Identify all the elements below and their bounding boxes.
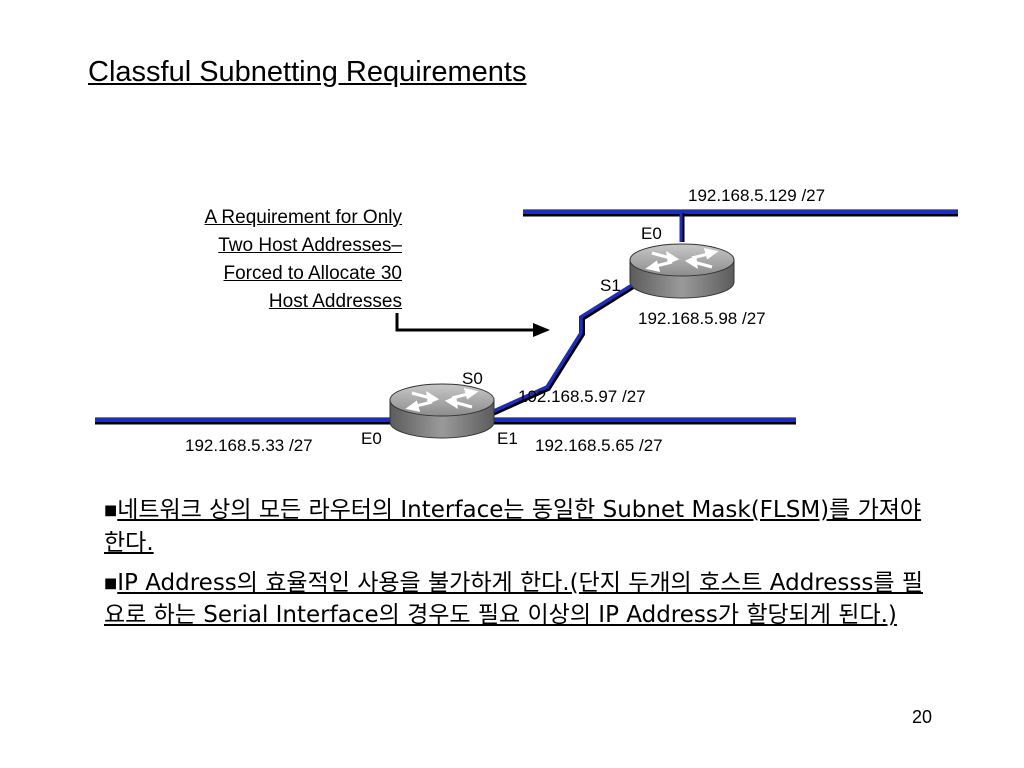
note-line: Two Host Addresses– (218, 235, 402, 256)
bullet-text: 네트워크 상의 모든 라우터의 Interface는 동일한 Subnet Ma… (104, 497, 922, 556)
page-number: 20 (912, 707, 933, 727)
router-icon (389, 383, 495, 439)
bullet-item: ■네트워크 상의 모든 라우터의 Interface는 동일한 Subnet M… (104, 494, 924, 559)
top-lan-link (523, 209, 958, 217)
serial-link (484, 280, 640, 419)
bullet-list: ■네트워크 상의 모든 라우터의 Interface는 동일한 Subnet M… (104, 494, 924, 639)
annotation-arrow (395, 313, 550, 337)
router2-serial-address: 192.168.5.97 /27 (518, 387, 646, 406)
bullet-marker: ■ (104, 502, 118, 519)
router2-e1-label: E1 (497, 429, 518, 448)
router-icon (629, 243, 735, 299)
bullet-marker: ■ (104, 575, 118, 591)
bullet-text: IP Address의 효율적인 사용을 불가하게 한다.(단지 두개의 호스트… (104, 569, 923, 629)
left-lan-address: 192.168.5.33 /27 (185, 436, 313, 455)
right-lan-address: 192.168.5.65 /27 (535, 436, 663, 455)
router1-e0-link (679, 213, 685, 242)
top-lan-address: 192.168.5.129 /27 (688, 186, 826, 205)
router1-e0-label: E0 (641, 224, 662, 243)
note-line: Host Addresses (268, 291, 402, 312)
router1-serial-address: 192.168.5.98 /27 (638, 309, 766, 328)
router1-s1-label: S1 (600, 276, 621, 295)
router2-s0-label: S0 (462, 369, 483, 388)
note-line: Forced to Allocate 30 (223, 263, 403, 284)
router2-e0-label: E0 (361, 429, 382, 448)
requirement-note: A Requirement for Only Two Host Addresse… (120, 204, 402, 316)
page-title: Classful Subnetting Requirements (88, 56, 527, 88)
bullet-item: ■IP Address의 효율적인 사용을 불가하게 한다.(단지 두개의 호스… (104, 567, 924, 632)
note-line: A Requirement for Only (204, 207, 402, 228)
